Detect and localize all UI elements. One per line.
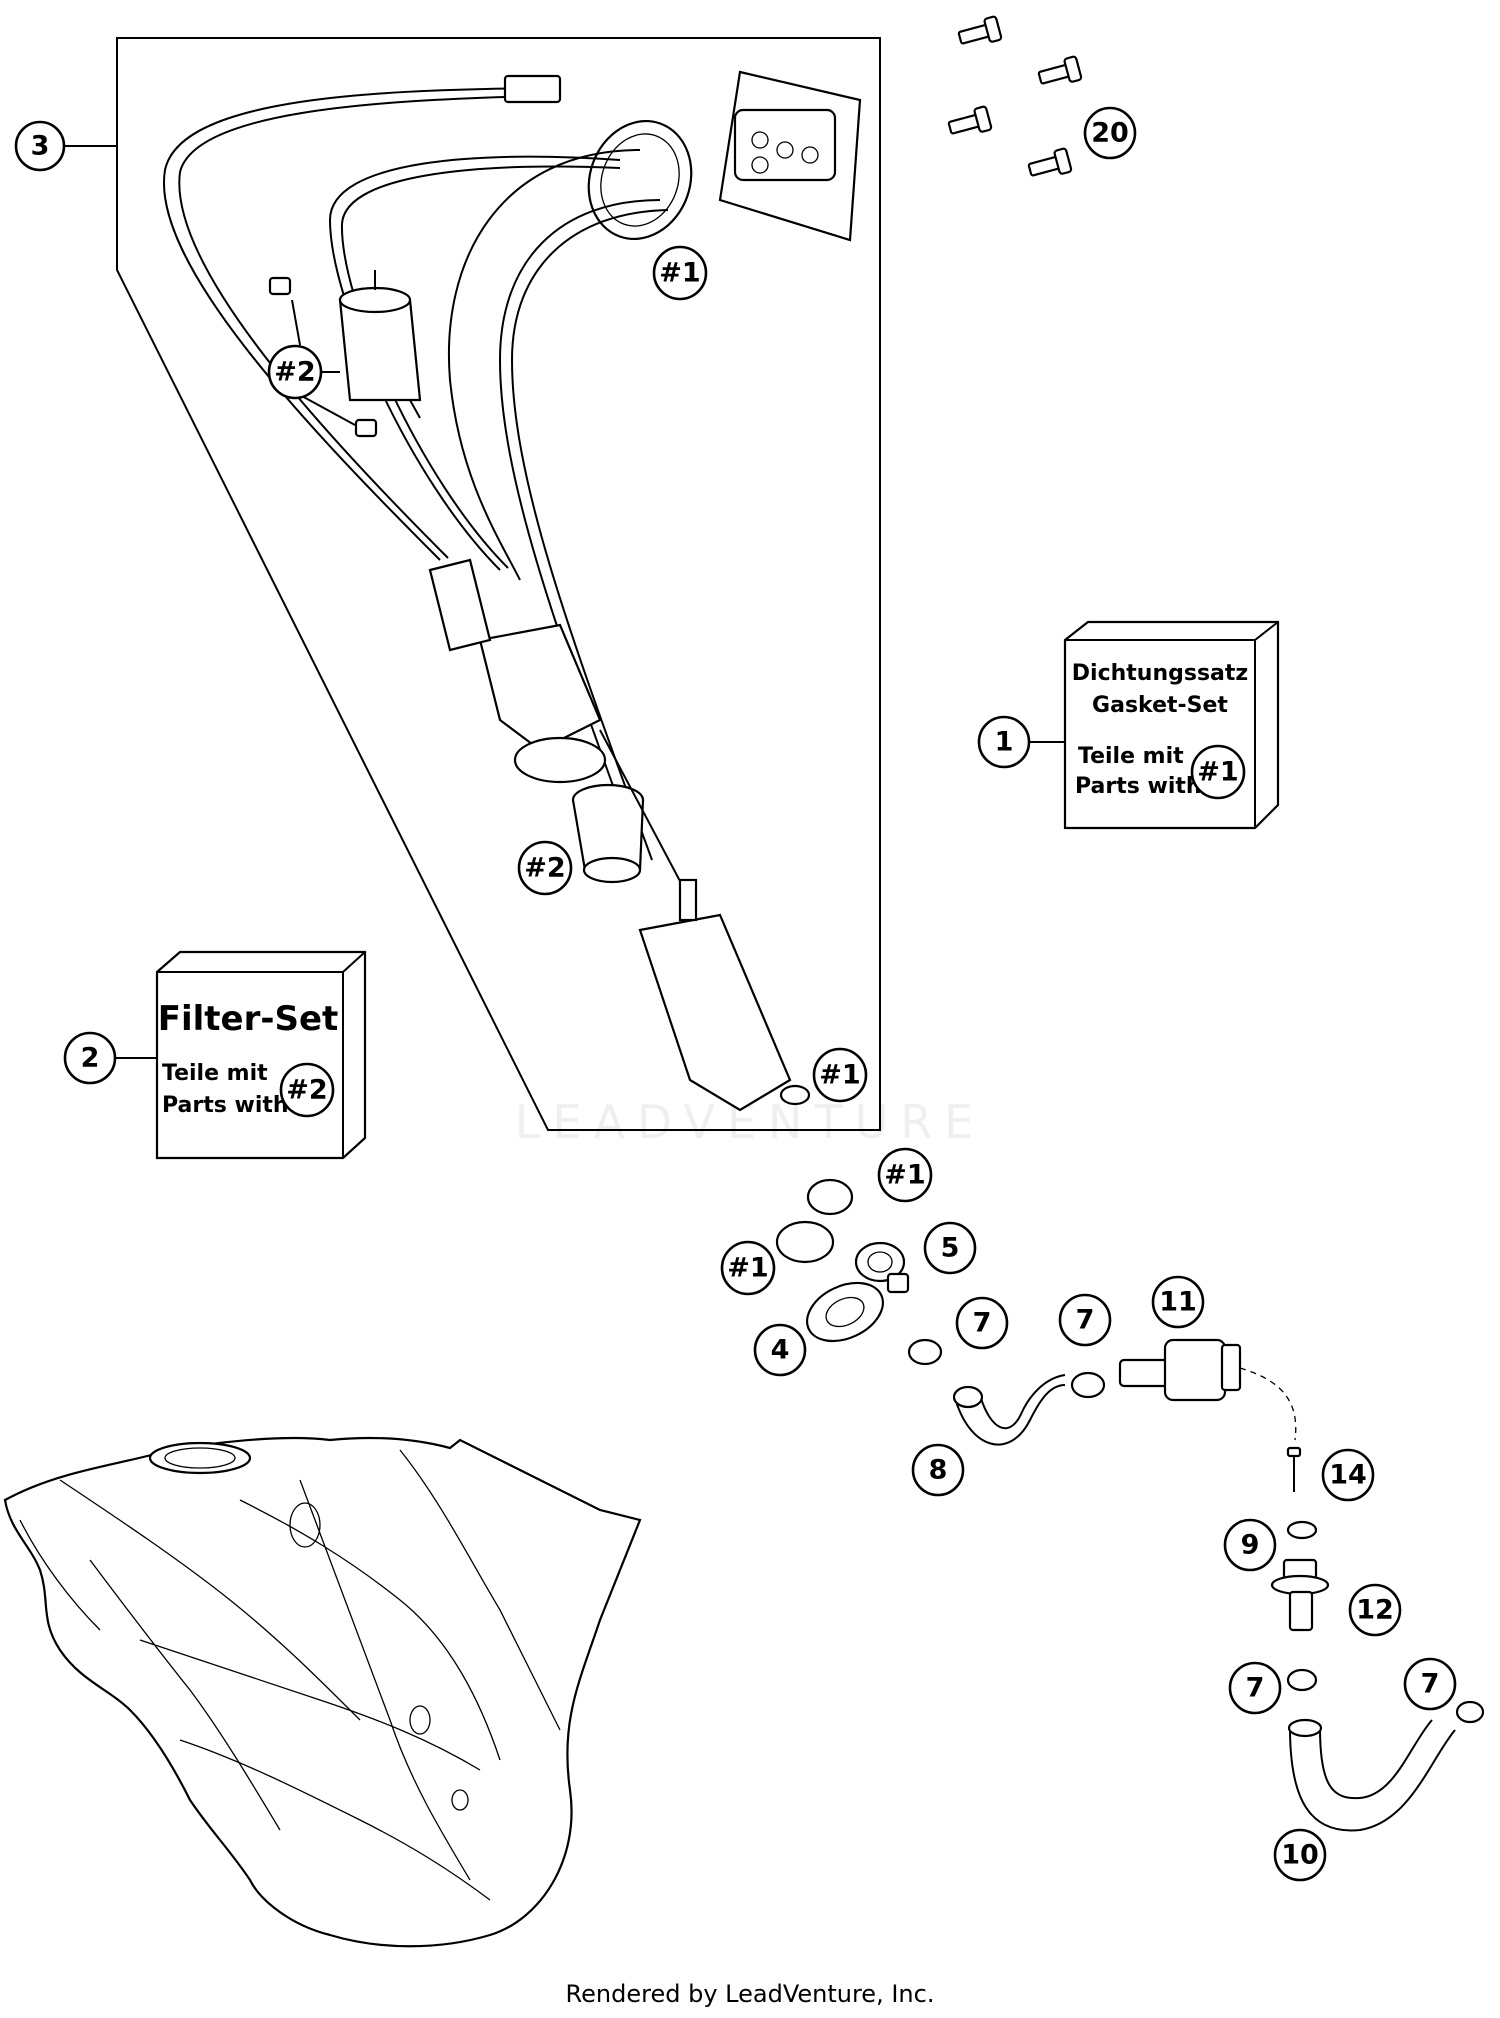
o-ring-1	[806, 1178, 854, 1216]
svg-text:11: 11	[1159, 1287, 1197, 1318]
svg-text:7: 7	[973, 1308, 992, 1339]
nipple-12	[1270, 1558, 1330, 1632]
fuel-tank	[3, 1436, 642, 1948]
part-5	[854, 1241, 910, 1294]
callout-5: 5	[923, 1221, 977, 1275]
o-ring-2	[775, 1220, 835, 1264]
svg-text:2: 2	[81, 1043, 100, 1074]
svg-text:7: 7	[1246, 1673, 1265, 1704]
pump-flange	[718, 70, 862, 242]
svg-text:#1: #1	[659, 258, 700, 289]
callout-7-d: 7	[1403, 1657, 1457, 1711]
o-ring-9	[1286, 1520, 1318, 1540]
svg-text:10: 10	[1281, 1840, 1319, 1871]
gasket-kit-line4: Parts with	[1075, 774, 1202, 799]
clamp-7c	[1286, 1668, 1318, 1692]
svg-text:1: 1	[995, 727, 1014, 758]
svg-text:7: 7	[1421, 1669, 1440, 1700]
clamp-7d	[1455, 1700, 1485, 1724]
callout-7-c: 7	[1228, 1661, 1282, 1715]
callout-3: 3	[14, 120, 66, 172]
callout-9: 9	[1223, 1518, 1277, 1572]
assembly-frame	[116, 37, 881, 1131]
gasket-kit-line3: Teile mit	[1078, 744, 1184, 769]
gasket-set-kit: Dichtungssatz Gasket-Set Teile mit Parts…	[1063, 620, 1280, 830]
o-ring-bottom	[779, 1084, 811, 1106]
callout-2: 2	[63, 1031, 117, 1085]
svg-text:#1: #1	[1197, 757, 1238, 788]
svg-text:#1: #1	[884, 1160, 925, 1191]
svg-text:5: 5	[941, 1233, 960, 1264]
filter-kit-title: Filter-Set	[158, 999, 339, 1039]
harness-connector	[503, 74, 562, 104]
credit-line: Rendered by LeadVenture, Inc.	[566, 1980, 935, 2008]
svg-text:4: 4	[771, 1335, 790, 1366]
gasket-kit-line2: Gasket-Set	[1092, 693, 1228, 718]
callout-11: 11	[1151, 1275, 1205, 1329]
hose-10	[1289, 1727, 1456, 1832]
filter-clip-2	[354, 418, 378, 438]
callout-8: 8	[911, 1443, 965, 1497]
fuel-filter	[338, 270, 422, 419]
pin-14	[1286, 1446, 1302, 1492]
callout-4: 4	[753, 1323, 807, 1377]
svg-text:#2: #2	[286, 1075, 327, 1106]
svg-text:8: 8	[929, 1455, 948, 1486]
callout-k1-kitbox: #1	[1190, 744, 1246, 800]
filter-kit-line4: Parts with	[162, 1093, 289, 1118]
fuel-strainer	[638, 878, 792, 1112]
gasket-ring-top	[587, 119, 693, 241]
callout-1: 1	[977, 715, 1031, 769]
filter-set-kit: Filter-Set Teile mit Parts with	[155, 950, 367, 1160]
callout-20: 20	[1083, 106, 1137, 160]
fuel-pump-body	[428, 558, 607, 784]
svg-text:#1: #1	[819, 1060, 860, 1091]
callout-k1-top: #1	[652, 245, 708, 301]
hose-a	[328, 155, 621, 571]
filter-sleeve	[571, 783, 645, 884]
callout-7-b: 7	[1058, 1293, 1112, 1347]
callout-k1-oring-b: #1	[720, 1240, 776, 1296]
gasket-kit-line1: Dichtungssatz	[1072, 661, 1248, 686]
clamp-7a	[907, 1338, 943, 1366]
callout-k1-strainer: #1	[812, 1047, 868, 1103]
svg-text:14: 14	[1329, 1460, 1367, 1491]
callout-k1-oring-a: #1	[877, 1147, 933, 1203]
filter-kit-line3: Teile mit	[162, 1061, 268, 1086]
wire-harness	[162, 87, 541, 561]
callout-7-a: 7	[955, 1296, 1009, 1350]
bolts	[947, 15, 1083, 177]
quick-connector-11	[1118, 1338, 1242, 1402]
callout-k2-kitbox: #2	[279, 1062, 335, 1118]
svg-text:#1: #1	[727, 1253, 768, 1284]
callout-12: 12	[1348, 1583, 1402, 1637]
svg-text:20: 20	[1091, 118, 1129, 149]
clamp-7b	[1070, 1371, 1106, 1399]
hose-8	[954, 1384, 1066, 1446]
filter-clip-1	[268, 276, 292, 296]
svg-text:9: 9	[1241, 1530, 1260, 1561]
callout-14: 14	[1321, 1448, 1375, 1502]
svg-text:12: 12	[1356, 1595, 1394, 1626]
svg-text:3: 3	[31, 131, 50, 162]
callout-k2-filter: #2	[267, 344, 323, 400]
callout-10: 10	[1273, 1828, 1327, 1882]
dashed-guide	[1239, 1367, 1297, 1441]
part-4	[806, 1281, 884, 1343]
hose-c	[448, 149, 641, 581]
svg-text:7: 7	[1076, 1305, 1095, 1336]
callout-k2-sleeve: #2	[517, 840, 573, 896]
svg-text:#2: #2	[274, 357, 315, 388]
svg-text:#2: #2	[524, 853, 565, 884]
